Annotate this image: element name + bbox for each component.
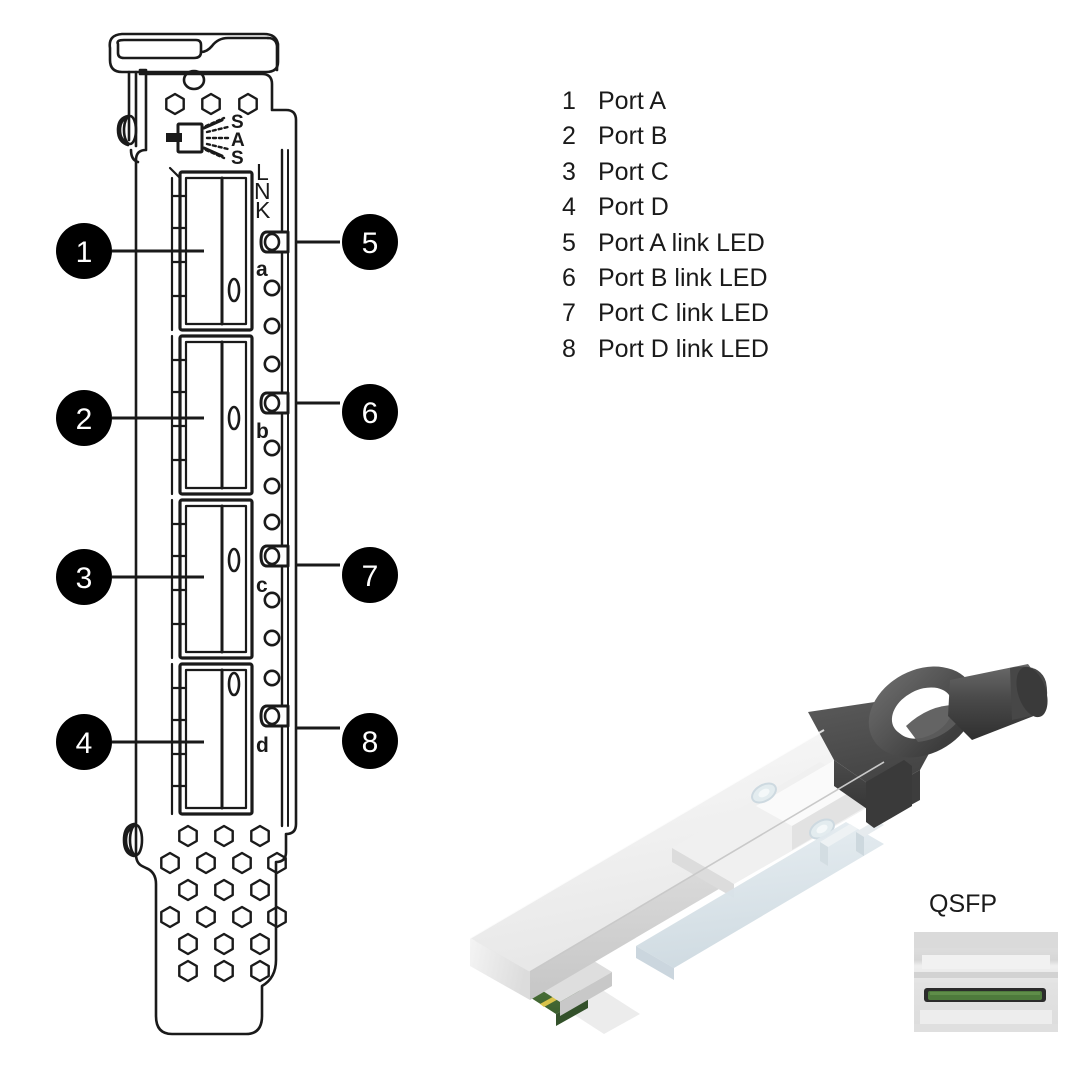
legend-label-6: Port B link LED [598, 263, 768, 292]
callout-8-number: 8 [362, 726, 379, 759]
led-vent-holes [263, 279, 281, 687]
lnk-letter-1: L [256, 159, 269, 185]
module-screw-bosses [751, 782, 835, 840]
port-letter-b: b [256, 420, 269, 443]
lnk-letter-3: K [255, 197, 271, 223]
callout-5: 5 [342, 214, 398, 270]
lnk-letter-2: N [254, 178, 271, 204]
port-cage-d [170, 662, 254, 816]
legend-list: 1 Port A 2 Port B 3 Port C 4 Port D 5 Po… [562, 84, 892, 367]
legend-item-4: 4 Port D [562, 190, 892, 225]
link-led-c [259, 544, 290, 568]
port-cage-stack [168, 166, 254, 816]
legend-number-3: 3 [562, 157, 576, 186]
bracket-screw-hole [182, 69, 206, 91]
sas-letter-1: S [231, 112, 244, 133]
legend-item-6: 6 Port B link LED [562, 261, 892, 296]
bracket-rivet-top [116, 114, 138, 147]
legend-number-4: 4 [562, 193, 576, 222]
callout-4-number: 4 [76, 727, 93, 760]
port-cage-a [168, 166, 254, 332]
legend-item-1: 1 Port A [562, 84, 892, 119]
callout-1: 1 [56, 223, 112, 279]
callout-2: 2 [56, 390, 112, 446]
legend-number-7: 7 [562, 299, 576, 328]
sas-letter-2: A [231, 130, 245, 151]
callout-6: 6 [342, 384, 398, 440]
callout-8: 8 [342, 713, 398, 769]
port-cage-c [170, 498, 254, 660]
legend-label-7: Port C link LED [598, 299, 769, 328]
callout-7-number: 7 [362, 560, 379, 593]
bracket-rivet-bottom [122, 822, 144, 858]
callout-leader-lines [112, 240, 340, 744]
legend-item-5: 5 Port A link LED [562, 226, 892, 261]
link-led-group [259, 230, 290, 728]
cable-boot [948, 664, 1048, 740]
legend-number-8: 8 [562, 334, 576, 363]
faceplate-text: S A S L N K a b c d [231, 112, 271, 757]
callout-3: 3 [56, 549, 112, 605]
legend-number-6: 6 [562, 263, 576, 292]
module-latch-notch [820, 820, 884, 866]
callout-7: 7 [342, 547, 398, 603]
legend-number-2: 2 [562, 122, 576, 151]
legend-label-2: Port B [598, 122, 668, 151]
callout-3-number: 3 [76, 562, 93, 595]
sas-logo-icon [166, 116, 232, 160]
callout-2-number: 2 [76, 403, 93, 436]
callout-4: 4 [56, 714, 112, 770]
adapter-card-lineart [108, 32, 298, 1036]
callout-1-number: 1 [76, 236, 93, 269]
port-cage-b [170, 334, 254, 496]
qsfp-cable-illustration [469, 664, 1048, 1034]
legend-label-4: Port D [598, 193, 669, 222]
bracket-outline [134, 68, 298, 1036]
port-letter-d: d [256, 734, 269, 757]
qsfp-cage-inset [914, 932, 1058, 1032]
legend-item-8: 8 Port D link LED [562, 332, 892, 367]
legend-label-5: Port A link LED [598, 228, 765, 257]
link-led-a [259, 230, 290, 254]
bracket-bottom-vents [160, 824, 288, 983]
link-led-d [259, 704, 290, 728]
link-led-b [259, 391, 290, 415]
callout-bubbles: 1 2 3 4 5 6 7 [56, 214, 398, 770]
legend-number-1: 1 [562, 87, 576, 115]
bracket-top-vents [165, 92, 259, 116]
qsfp-caption: QSFP [929, 890, 998, 918]
bracket-top-tab [108, 32, 280, 74]
port-letter-c: c [256, 574, 268, 597]
legend-item-2: 2 Port B [562, 119, 892, 154]
legend-item-7: 7 Port C link LED [562, 296, 892, 331]
legend-label-8: Port D link LED [598, 334, 769, 363]
legend-item-3: 3 Port C [562, 155, 892, 190]
callout-6-number: 6 [362, 397, 379, 430]
sas-letter-3: S [231, 148, 244, 169]
port-letter-a: a [256, 258, 268, 281]
legend-label-1: Port A [598, 87, 667, 115]
callout-5-number: 5 [362, 227, 379, 260]
legend-number-5: 5 [562, 228, 576, 257]
legend-label-3: Port C [598, 157, 669, 186]
